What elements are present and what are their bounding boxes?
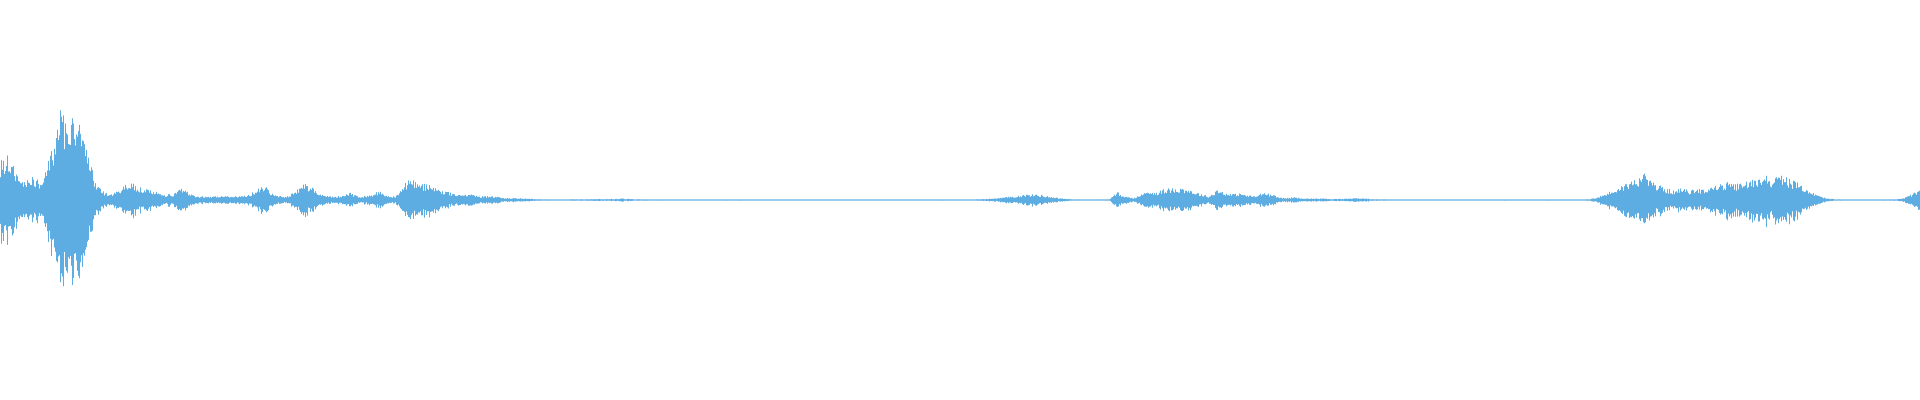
waveform-path [0, 110, 1920, 287]
